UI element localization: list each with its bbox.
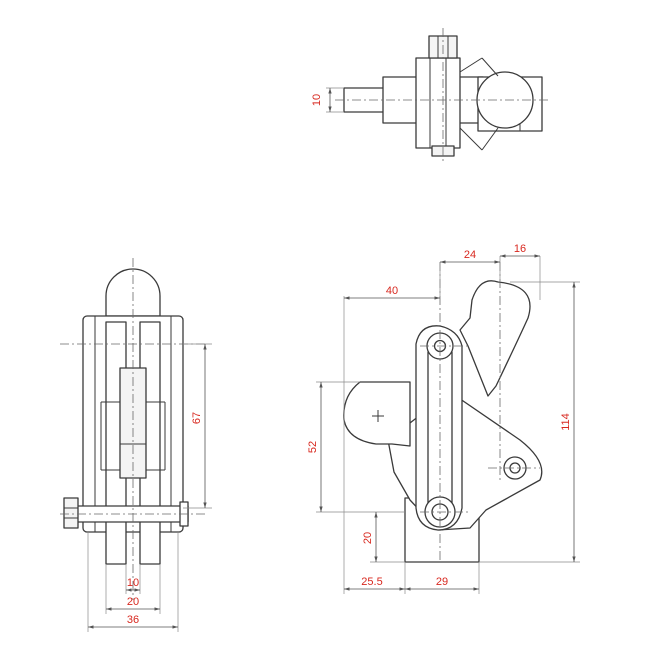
side-view: 67 10 20 36 — [60, 258, 212, 632]
dim-base-width: 29 — [436, 576, 448, 588]
dim-shaft-diameter: 10 — [311, 94, 323, 106]
top-view-pin-body — [415, 57, 461, 149]
dim-base-offset: 25.5 — [361, 576, 382, 588]
front-view-handle — [459, 280, 531, 397]
dim-total-height: 114 — [560, 413, 572, 431]
top-view: 10 — [311, 28, 550, 162]
dim-arm-height: 52 — [307, 441, 319, 453]
front-view: 24 16 40 114 52 20 25.5 29 — [307, 243, 580, 594]
dim-side-height: 67 — [191, 412, 203, 424]
dim-top-offset: 24 — [464, 249, 476, 261]
dim-inner-width: 10 — [127, 577, 139, 589]
front-view-clamp-head — [343, 381, 411, 447]
dim-top-right: 16 — [514, 243, 526, 255]
dim-pivot-offset: 40 — [386, 285, 398, 297]
dim-base-height: 20 — [362, 532, 374, 544]
side-view-nut — [63, 497, 79, 529]
dim-middle-width: 20 — [127, 596, 139, 608]
dim-overall-width: 36 — [127, 614, 139, 626]
